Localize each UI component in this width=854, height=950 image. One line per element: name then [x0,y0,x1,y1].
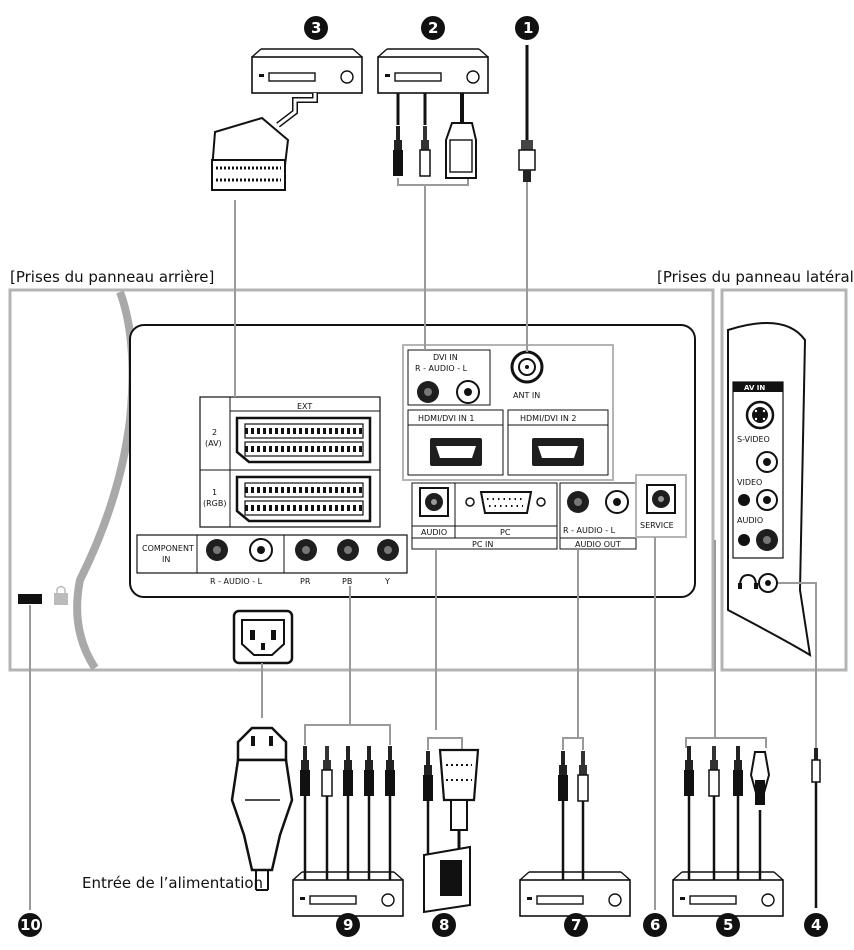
video-jack [756,451,778,473]
pc-audio-jack [419,487,449,517]
component-in-label: IN [162,555,170,564]
audio-l-jack [756,489,778,511]
device-3-scart [210,48,363,191]
s-video-jack [745,400,775,430]
hdmi2-port [532,438,584,466]
dvi-audio-r-jack [417,381,439,403]
pc-label: PC [500,528,511,537]
pc-vga-port [465,491,546,514]
callout-2: 2 [421,16,445,40]
connection-lines [29,178,817,910]
pb-label: PB [342,577,352,586]
power-socket [232,609,294,665]
callout-5: 5 [716,913,740,937]
callout-4: 4 [804,913,828,937]
power-cord [230,726,294,891]
svg-text:1: 1 [523,19,533,37]
pr-label: PR [300,577,311,586]
hdmi2-label: HDMI/DVI IN 2 [520,414,577,423]
svg-text:7: 7 [571,916,581,934]
svg-text:4: 4 [811,916,821,934]
hdmi1-label: HDMI/DVI IN 1 [418,414,475,423]
svg-text:5: 5 [723,916,733,934]
component-audio-r-jack [206,539,228,561]
headphone-icon [738,573,758,589]
component-pr-jack [295,539,317,561]
svg-text:8: 8 [439,916,449,934]
callout-8: 8 [432,913,456,937]
scart-port-2 [235,416,372,464]
rear-panel-caption: [Prises du panneau arrière] [10,268,214,286]
dvi-audio-l-jack [456,380,480,404]
callout-3: 3 [304,16,328,40]
component-pb-jack [337,539,359,561]
audio-out-l-jack [605,490,629,514]
component-audio-l-jack [249,538,273,562]
scart-port-1 [235,475,372,523]
callout-6: 6 [643,913,667,937]
dvi-audio-label: R - AUDIO - L [415,364,468,373]
device-8-pc [423,748,480,914]
audio-out-label: AUDIO OUT [575,540,621,549]
device-7-audio [519,750,631,917]
ext-2-sub: (AV) [205,439,222,448]
ant-in-jack [510,350,544,384]
ext-1-label: 1 [212,488,217,497]
audio-r-jack [756,529,778,551]
callout-7: 7 [564,913,588,937]
headphone-jack [758,573,778,593]
device-5-av [672,745,784,917]
ext-label: EXT [297,402,312,411]
dvi-in-label: DVI IN [433,353,458,362]
callout-10: 10 [18,913,42,937]
y-label: Y [384,577,390,586]
device-9-component [292,745,404,917]
device-2-dvi [377,48,489,179]
component-y-jack [377,539,399,561]
ext-2-label: 2 [212,428,217,437]
svg-text:3: 3 [311,19,321,37]
hdmi1-port [430,438,482,466]
s-video-label: S-VIDEO [737,435,770,444]
service-label: SERVICE [640,521,674,530]
callout-1: 1 [515,16,539,40]
ext-1-sub: (RGB) [203,499,227,508]
svg-text:6: 6 [650,916,660,934]
kensington-slot [18,594,42,604]
audio-out-r-jack [567,491,589,513]
audio-out-lr-label: R - AUDIO - L [563,526,616,535]
video-label: VIDEO [737,478,762,487]
pc-audio-label: AUDIO [421,528,447,537]
svg-text:9: 9 [343,916,353,934]
callout-9: 9 [336,913,360,937]
av-in-label: AV IN [744,384,765,392]
power-input-caption: Entrée de l’alimentation [82,874,263,892]
svg-text:10: 10 [20,916,41,934]
side-audio-label: AUDIO [737,516,763,525]
headphone-plug-4 [811,748,821,908]
svg-text:2: 2 [428,19,438,37]
antenna-cable [518,45,536,182]
component-audio-label: R - AUDIO - L [210,577,263,586]
pc-in-label: PC IN [472,540,493,549]
component-label: COMPONENT [142,544,194,553]
kensington-lock-icon [54,585,68,605]
service-port [646,484,676,514]
ant-in-label: ANT IN [513,391,540,400]
side-panel-caption: [Prises du panneau latéral] [657,268,854,286]
